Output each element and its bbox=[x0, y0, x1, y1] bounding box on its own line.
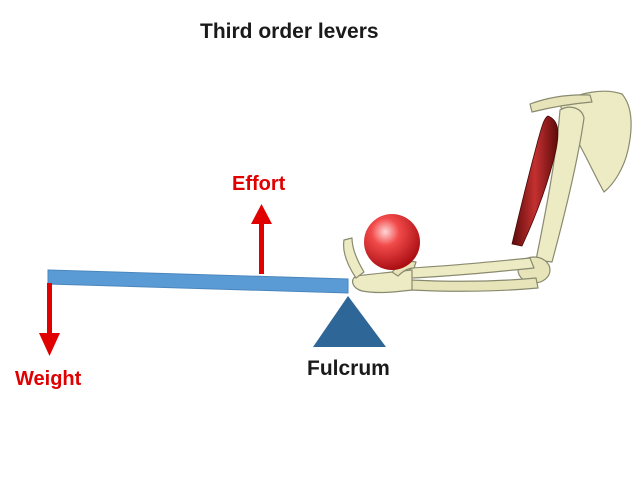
diagram-title: Third order levers bbox=[200, 20, 379, 43]
ball bbox=[364, 214, 420, 270]
weight-arrow bbox=[39, 283, 60, 356]
collarbone bbox=[529, 94, 593, 113]
effort-label: Effort bbox=[232, 173, 286, 195]
biceps-muscle bbox=[511, 115, 559, 247]
radius-bone bbox=[409, 257, 535, 279]
ulna-bone bbox=[409, 277, 539, 292]
weight-label: Weight bbox=[15, 368, 82, 390]
fulcrum-triangle bbox=[313, 296, 386, 347]
lever-beam bbox=[47, 269, 349, 294]
skeleton-arm bbox=[343, 90, 632, 294]
fulcrum-label: Fulcrum bbox=[307, 357, 390, 380]
finger-bones bbox=[343, 237, 365, 279]
effort-arrow bbox=[251, 204, 272, 274]
humerus-bone bbox=[535, 106, 585, 263]
